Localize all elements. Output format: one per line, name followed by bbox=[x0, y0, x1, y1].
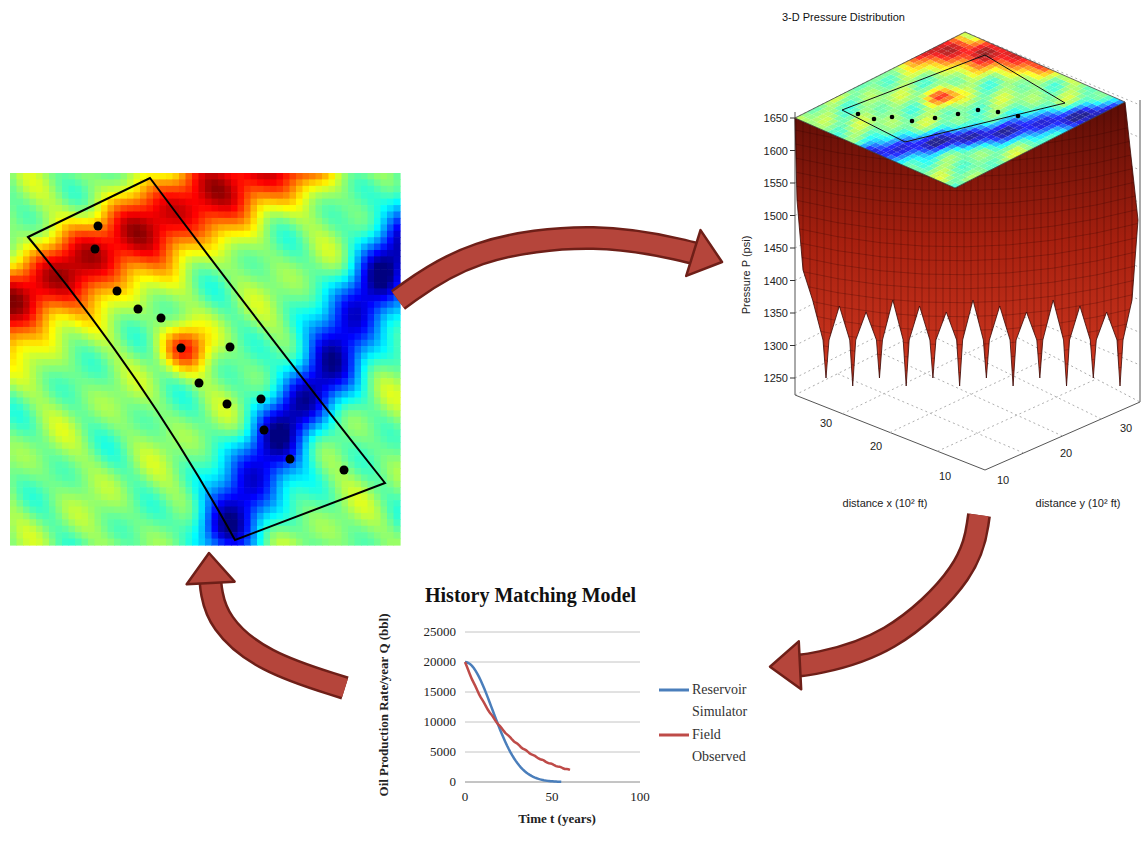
pressure-surface-plot bbox=[790, 30, 1140, 470]
legend-entry: Field Observed bbox=[658, 724, 764, 768]
well-dot bbox=[91, 245, 100, 254]
tick-label: 100 bbox=[630, 789, 650, 805]
cycle-arrow bbox=[770, 515, 979, 689]
axis-title: Time t (years) bbox=[518, 811, 596, 827]
well-dot bbox=[195, 379, 204, 388]
tick-label: 25000 bbox=[424, 624, 457, 640]
tick-label: 1450 bbox=[764, 242, 788, 254]
tick-label: 30 bbox=[1120, 422, 1132, 434]
axis-title: Pressure P (psi) bbox=[740, 236, 752, 315]
well-dot bbox=[94, 222, 103, 231]
observed-curve bbox=[465, 662, 570, 770]
well-dot bbox=[956, 112, 961, 117]
well-dot bbox=[340, 466, 349, 475]
tick-label: 0 bbox=[462, 789, 469, 805]
well-dot bbox=[1016, 114, 1021, 119]
legend-line bbox=[658, 724, 692, 746]
tick-label: 20 bbox=[870, 440, 882, 452]
tick-label: 1500 bbox=[764, 210, 788, 222]
axis-title: distance x (10² ft) bbox=[843, 497, 928, 509]
well-dot bbox=[134, 305, 143, 314]
legend-label: Field Observed bbox=[692, 724, 764, 768]
tick-label: 1250 bbox=[764, 372, 788, 384]
cycle-arrow bbox=[187, 553, 345, 688]
well-dot bbox=[223, 400, 232, 409]
tick-label: 10 bbox=[939, 470, 951, 482]
well-dot bbox=[177, 344, 186, 353]
tick-label: 50 bbox=[546, 789, 559, 805]
tick-label: 20000 bbox=[424, 654, 457, 670]
field-boundary bbox=[28, 178, 385, 540]
tick-label: 15000 bbox=[424, 684, 457, 700]
panel-title: History Matching Model bbox=[425, 584, 636, 607]
well-dot bbox=[856, 112, 861, 117]
well-dot bbox=[286, 455, 295, 464]
axis-title: distance y (10² ft) bbox=[1036, 497, 1121, 509]
tick-label: 10000 bbox=[424, 714, 457, 730]
well-dot bbox=[257, 395, 266, 404]
well-dot bbox=[996, 110, 1001, 115]
tick-label: 1550 bbox=[764, 177, 788, 189]
well-dot bbox=[113, 287, 122, 296]
well-dot bbox=[910, 119, 915, 124]
plot-panel: 3-D Pressure Distribution bbox=[730, 0, 1145, 515]
well-dot bbox=[976, 108, 981, 113]
tick-label: 1600 bbox=[764, 145, 788, 157]
legend-entry: Reservoir Simulator bbox=[658, 679, 764, 723]
tick-label: 5000 bbox=[430, 744, 456, 760]
legend-label: Reservoir Simulator bbox=[692, 679, 764, 723]
tick-label: 1350 bbox=[764, 307, 788, 319]
tick-label: 1300 bbox=[764, 340, 788, 352]
tick-label: 1650 bbox=[764, 112, 788, 124]
production-chart bbox=[465, 632, 640, 782]
legend-line bbox=[658, 679, 692, 701]
tick-label: 10 bbox=[997, 474, 1009, 486]
well-dot bbox=[872, 117, 877, 122]
panel-title: 3-D Pressure Distribution bbox=[782, 11, 905, 23]
tick-label: 1400 bbox=[764, 275, 788, 287]
well-dot bbox=[157, 314, 166, 323]
well-dot bbox=[890, 115, 895, 120]
well-dot bbox=[226, 343, 235, 352]
well-dot bbox=[933, 116, 938, 121]
axis-title: Oil Production Rate/year Q (bbl) bbox=[376, 614, 392, 797]
tick-label: 0 bbox=[450, 774, 457, 790]
permeability-map bbox=[10, 173, 401, 546]
tick-label: 30 bbox=[820, 417, 832, 429]
cycle-arrow bbox=[398, 230, 722, 300]
tick-label: 20 bbox=[1060, 447, 1072, 459]
well-dot bbox=[260, 426, 269, 435]
